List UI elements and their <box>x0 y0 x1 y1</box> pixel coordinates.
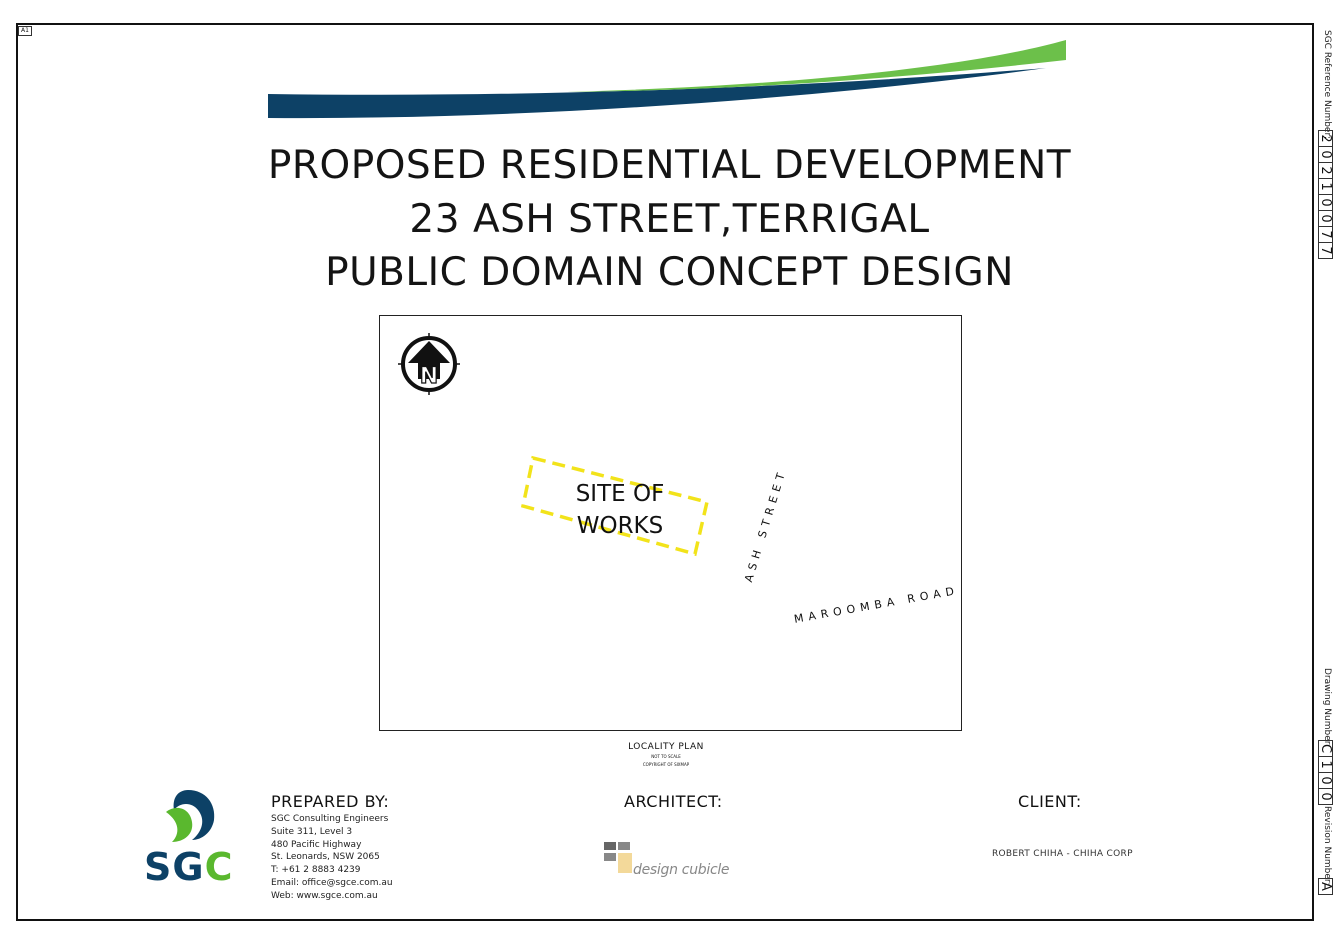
locality-title: LOCALITY PLAN <box>628 742 704 752</box>
ref-digit: 7 <box>1318 226 1333 243</box>
swoosh-blue <box>268 68 1046 119</box>
title-line-3: PUBLIC DOMAIN CONCEPT DESIGN <box>325 250 1014 295</box>
revision-number: A <box>1318 878 1333 895</box>
ref-digit: 1 <box>1318 178 1333 195</box>
sgc-logo-icon <box>166 790 215 842</box>
sgc-reference-label: SGC Reference Number: <box>1322 30 1332 140</box>
drawing-digit: C <box>1318 740 1333 757</box>
revision-digit: A <box>1318 878 1333 895</box>
drawing-digit: 0 <box>1318 788 1333 805</box>
drawing-number-label: Drawing Number: <box>1322 668 1332 748</box>
locality-map-frame <box>379 315 962 731</box>
revision-number-label: Revision Number: <box>1322 806 1332 886</box>
ref-digit: 2 <box>1318 162 1333 179</box>
sheet-border <box>16 23 1314 921</box>
sgc-reference-number: 2 0 2 1 0 0 7 7 <box>1318 130 1333 259</box>
sheet-size-tag: A1 <box>18 26 32 36</box>
prepared-by-line: 480 Pacific Highway <box>271 839 362 850</box>
design-cubicle-logo-icon <box>604 842 632 873</box>
prepared-by-heading: PREPARED BY: <box>271 792 390 811</box>
header-swoosh-graphic <box>268 40 1066 119</box>
drawing-digit: 1 <box>1318 756 1333 773</box>
ref-digit: 2 <box>1318 130 1333 147</box>
site-outline <box>520 455 710 557</box>
drawing-number: C 1 0 0 <box>1318 740 1333 805</box>
ref-digit: 0 <box>1318 146 1333 163</box>
north-arrow-icon: N <box>398 333 460 395</box>
title-line-1: PROPOSED RESIDENTIAL DEVELOPMENT <box>267 143 1072 188</box>
prepared-by-line: Web: www.sgce.com.au <box>271 890 378 901</box>
drawing-digit: 0 <box>1318 772 1333 789</box>
design-cubicle-logo-text: design cubicle <box>633 862 730 878</box>
ref-digit: 7 <box>1318 242 1333 259</box>
locality-copyright-note: COPYRIGHT OF SIXMAP <box>642 762 690 767</box>
swoosh-green <box>566 40 1066 92</box>
architect-heading: ARCHITECT: <box>624 792 723 811</box>
prepared-by-line: SGC Consulting Engineers <box>271 814 389 824</box>
prepared-by-details: SGC Consulting Engineers Suite 311, Leve… <box>271 813 393 903</box>
title-line-2: 23 ASH STREET,TERRIGAL <box>409 197 930 242</box>
site-label-line-2: WORKS <box>576 513 664 539</box>
prepared-by-line: St. Leonards, NSW 2065 <box>271 852 380 863</box>
locality-scale-note: NOT TO SCALE <box>651 754 681 759</box>
prepared-by-line: T: +61 2 8883 4239 <box>271 865 361 876</box>
locality-caption: LOCALITY PLAN NOT TO SCALE COPYRIGHT OF … <box>600 742 732 768</box>
sgc-logo-text: SGC <box>144 845 234 889</box>
ref-digit: 0 <box>1318 194 1333 211</box>
prepared-by-line: Email: office@sgce.com.au <box>271 877 393 888</box>
site-of-works-label: SITE OF WORKS <box>560 478 680 542</box>
site-label-line-1: SITE OF <box>575 481 665 507</box>
prepared-by-line: Suite 311, Level 3 <box>271 826 353 837</box>
north-letter: N <box>420 364 438 389</box>
client-name: ROBERT CHIHA - CHIHA CORP <box>992 849 1133 859</box>
ref-digit: 0 <box>1318 210 1333 227</box>
client-heading: CLIENT: <box>1018 792 1082 811</box>
